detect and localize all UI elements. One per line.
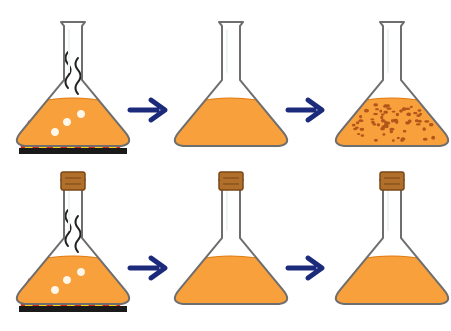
microbe (396, 136, 400, 140)
row-sealed-flask (15, 171, 450, 312)
microbe (431, 135, 436, 140)
microbe (391, 139, 395, 142)
flask-boiling (15, 21, 131, 154)
microbe (424, 120, 430, 123)
microbe (380, 113, 385, 116)
flask-glass (15, 179, 131, 305)
microbe (383, 104, 388, 108)
cork-stopper (379, 171, 405, 191)
steam-icon (64, 209, 82, 253)
microbe (386, 107, 392, 110)
flask-glass (173, 21, 289, 147)
bubble (77, 110, 85, 118)
right-arrow-icon (285, 255, 325, 281)
flask-glass (15, 21, 131, 147)
steam-wisp (74, 57, 82, 95)
microbe (371, 121, 375, 124)
microbe (400, 139, 404, 142)
flask-boiling (15, 171, 131, 312)
flask-contaminated (334, 21, 450, 147)
microbe (389, 127, 395, 131)
row-open-flask (15, 21, 450, 154)
arrow-head (305, 97, 325, 123)
microbe (402, 107, 407, 111)
steam-wisp (64, 51, 72, 89)
microbe (355, 121, 360, 125)
microbe (406, 112, 412, 117)
microbe (416, 114, 421, 117)
microbe-speckles (351, 103, 436, 142)
microbe (391, 110, 396, 113)
microbe (422, 127, 426, 131)
microbe (376, 123, 380, 127)
arrow-head (305, 255, 325, 281)
flask-glass (334, 179, 450, 305)
right-arrow-icon (127, 97, 168, 123)
microbe (399, 109, 403, 113)
bubble (51, 286, 59, 294)
microbe (359, 127, 365, 131)
microbe (381, 119, 385, 123)
arrow-head (148, 97, 168, 123)
steam-icon (64, 51, 82, 95)
microbe (389, 130, 393, 134)
microbe (393, 120, 399, 123)
microbe (358, 119, 364, 123)
microbe (405, 107, 411, 111)
steam-wisp (64, 209, 72, 247)
microbe (422, 137, 428, 141)
cork-stopper (60, 171, 86, 191)
broth (16, 255, 130, 305)
steam-wisp (74, 215, 82, 253)
bubble (77, 268, 85, 276)
microbe (395, 112, 399, 117)
microbe (415, 123, 421, 126)
flask-glass (173, 179, 289, 305)
microbe (372, 123, 377, 126)
flask-cooled (173, 171, 289, 305)
microbe (405, 121, 410, 125)
microbe (380, 127, 385, 131)
microbe (373, 103, 378, 107)
microbe (360, 134, 365, 137)
broth (335, 255, 449, 305)
right-arrow-icon (127, 255, 168, 281)
microbe (417, 119, 422, 123)
flask-glass (334, 21, 450, 147)
microbe (429, 123, 434, 127)
microbe (359, 115, 363, 119)
microbe (382, 133, 386, 136)
microbe (373, 112, 378, 116)
microbe (355, 126, 359, 129)
cork-stopper (218, 171, 244, 191)
microbe (380, 115, 384, 120)
bubble (63, 118, 71, 126)
bubble (63, 276, 71, 284)
microbe (391, 119, 394, 123)
microbe (357, 133, 361, 135)
microbe (375, 108, 379, 111)
microbe (402, 129, 407, 133)
burner-base (19, 306, 127, 312)
burner-base (19, 148, 127, 154)
flask-sterile (334, 171, 450, 305)
microbe (409, 105, 413, 108)
microbe (351, 123, 356, 127)
microbe (383, 110, 388, 114)
microbe (417, 109, 422, 112)
broth (174, 255, 288, 305)
microbe (379, 109, 383, 113)
arrow-head (148, 255, 168, 281)
right-arrow-icon (285, 97, 325, 123)
microbe (374, 138, 378, 142)
microbe (413, 111, 418, 115)
microbe (385, 121, 391, 125)
broth (174, 97, 288, 147)
flask-cooled (173, 21, 289, 147)
microbe (370, 118, 375, 121)
microbe (364, 109, 368, 112)
bubble (51, 128, 59, 136)
broth (16, 97, 130, 147)
